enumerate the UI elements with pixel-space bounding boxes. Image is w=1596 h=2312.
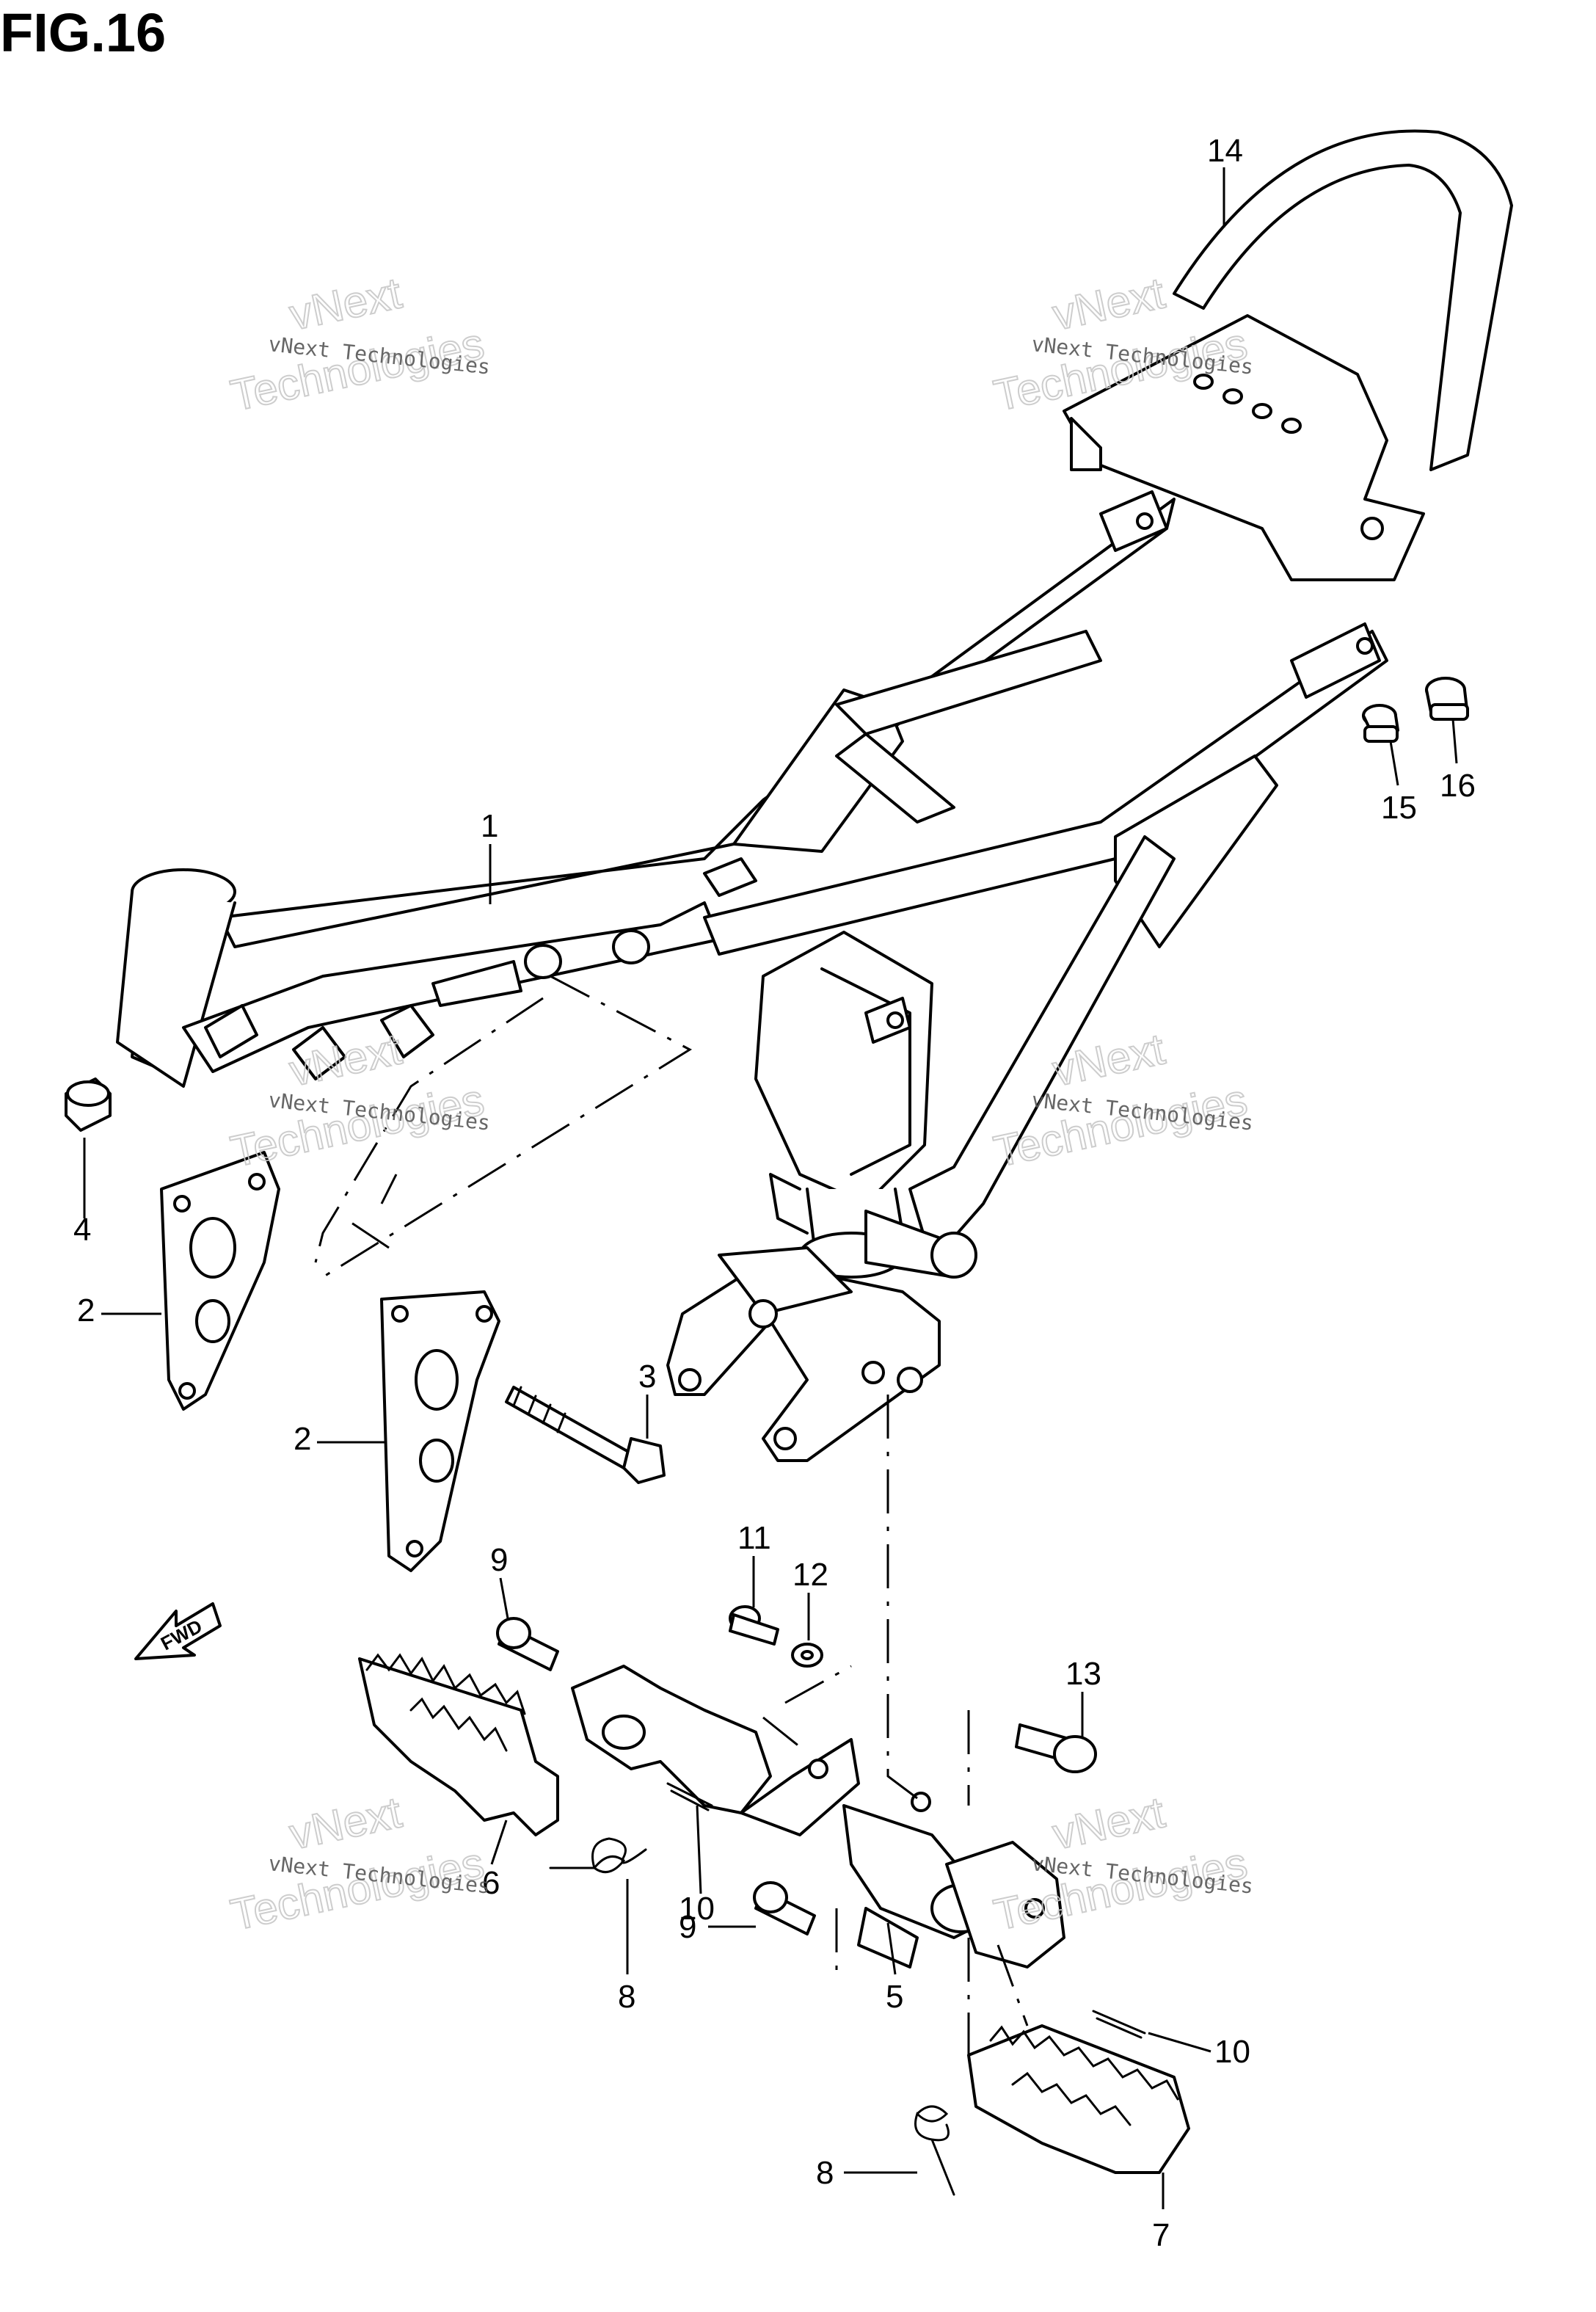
watermark-bottom-left: vNext Technologies vNext Technologies (226, 1786, 492, 1940)
callout-2-right: 2 (294, 1421, 311, 1457)
callout-3: 3 (638, 1359, 656, 1395)
pin-9-lower-drawing (753, 1881, 816, 1935)
watermark-overlay-top: vNext (285, 1024, 406, 1095)
bolt-long-drawing (505, 1386, 666, 1484)
washer-12-drawing (791, 1643, 823, 1668)
watermark-overlay-top: vNext (285, 268, 406, 339)
callout-8-upper: 8 (618, 1979, 635, 2015)
callout-7: 7 (1152, 2217, 1170, 2253)
pin-9-upper-drawing (496, 1617, 559, 1671)
nut-drawing (65, 1077, 112, 1132)
spring-lower-drawing (914, 2105, 955, 2196)
cotter-pin-lower-drawing (1092, 2010, 1146, 2039)
callout-11: 11 (737, 1520, 771, 1556)
callout-labels: 1 2 2 3 4 5 6 7 8 8 9 9 10 10 11 12 13 1… (73, 133, 1476, 2253)
callout-16: 16 (1440, 768, 1476, 804)
bolt-15-drawing (1362, 704, 1399, 743)
callout-2-left: 2 (77, 1293, 95, 1328)
spring-upper-drawing (549, 1837, 647, 1874)
callout-5: 5 (886, 1979, 903, 2015)
figure-title: FIG.16 (0, 2, 166, 63)
leader-lines (83, 167, 1458, 2209)
watermark-overlay-top: vNext (285, 1787, 406, 1858)
callout-1: 1 (481, 808, 498, 844)
footpeg-left-drawing (358, 1653, 559, 1836)
callout-10-lower: 10 (1214, 2034, 1250, 2070)
callout-4: 4 (73, 1212, 91, 1248)
bolt-16-drawing (1425, 677, 1469, 721)
callout-15: 15 (1381, 790, 1417, 826)
footrest-bracket-drawing (571, 1665, 1065, 1969)
callout-9-upper: 9 (490, 1542, 508, 1578)
cotter-pin-upper-drawing (666, 1782, 713, 1811)
callout-8-lower: 8 (816, 2155, 834, 2191)
callout-10-upper: 10 (679, 1891, 715, 1927)
watermark-overlay-top: vNext (1049, 268, 1169, 339)
callout-13: 13 (1065, 1656, 1101, 1692)
assembly-lines (314, 975, 1029, 2055)
forward-direction-arrow: FWD (134, 1602, 222, 1660)
main-frame-drawing (116, 490, 1388, 1462)
footpeg-right-drawing (967, 2024, 1190, 2174)
callout-9-lower: 9 (679, 1909, 696, 1945)
bolt-11-drawing (729, 1605, 779, 1646)
callout-12: 12 (792, 1557, 828, 1593)
bolt-13-drawing (1015, 1723, 1097, 1773)
callout-6: 6 (482, 1865, 500, 1901)
grab-bar-drawing (1063, 129, 1513, 581)
callout-14: 14 (1207, 133, 1243, 169)
mount-plate-left-drawing (160, 1151, 280, 1411)
mount-plate-right-drawing (380, 1290, 500, 1572)
watermark-top-left: vNext Technologies vNext Technologies (226, 267, 492, 421)
watermark-overlay-top: vNext (1049, 1787, 1169, 1858)
